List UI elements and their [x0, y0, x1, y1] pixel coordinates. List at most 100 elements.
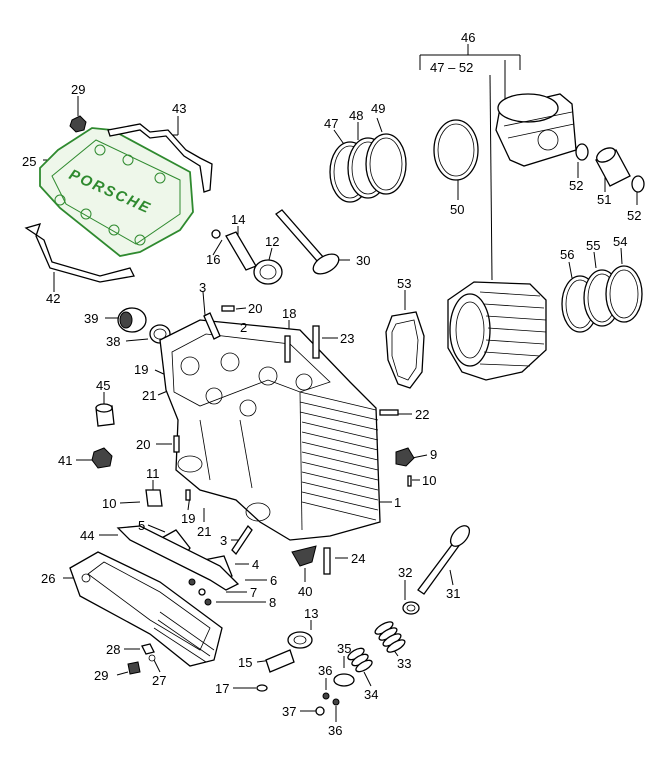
callout-46: 46 [461, 30, 475, 45]
plug-9 [395, 447, 415, 467]
callout-41: 41 [58, 453, 72, 468]
callout-42: 42 [46, 291, 60, 306]
callout-1: 1 [394, 495, 401, 510]
clip-52b [631, 175, 645, 193]
cylinder-head-1 [159, 319, 381, 541]
callout-2: 2 [240, 320, 247, 335]
callout-5: 5 [138, 518, 145, 533]
callout-53: 53 [397, 276, 411, 291]
seal-12 [253, 259, 283, 285]
nut-41 [91, 447, 113, 469]
callout-39: 39 [84, 311, 98, 326]
seal-13 [287, 631, 313, 649]
callout-9: 9 [430, 447, 437, 462]
keeper-36a [322, 692, 330, 700]
callout-38: 38 [106, 334, 120, 349]
callout-43: 43 [172, 101, 186, 116]
washer-27 [148, 654, 156, 662]
washer-6 [188, 578, 196, 586]
washer-32 [402, 601, 420, 615]
callout-29-lower: 29 [94, 668, 108, 683]
cylinder-barrel [447, 281, 547, 381]
spring-34 [347, 647, 373, 673]
sleeve-11 [145, 489, 163, 507]
callout-55: 55 [586, 238, 600, 253]
callout-37: 37 [282, 704, 296, 719]
callout-22: 22 [415, 407, 429, 422]
callout-32: 32 [398, 565, 412, 580]
rocker-box-26 [69, 551, 223, 667]
callout-11: 11 [146, 466, 160, 481]
callout-3-lower: 3 [220, 533, 227, 548]
callout-40: 40 [298, 584, 312, 599]
spring-33 [374, 621, 406, 653]
stud-19b [185, 489, 191, 501]
nut-8 [204, 598, 212, 606]
callout-25: 25 [22, 154, 36, 169]
ring-17 [256, 684, 268, 692]
nut-29b [127, 661, 141, 675]
callout-21-top: 21 [142, 388, 156, 403]
callout-4: 4 [252, 557, 259, 572]
callout-33: 33 [397, 656, 411, 671]
ring-50 [433, 119, 479, 181]
callout-52a: 52 [569, 178, 583, 193]
callout-24: 24 [351, 551, 365, 566]
callout-20-lower: 20 [136, 437, 150, 452]
callout-36-lower: 36 [328, 723, 342, 738]
seal-39 [117, 307, 147, 333]
callout-28: 28 [106, 642, 120, 657]
callout-21-lower: 21 [197, 524, 211, 539]
callout-34: 34 [364, 687, 378, 702]
callout-56: 56 [560, 247, 574, 262]
valve-cover-25: PORSCHE [39, 127, 194, 257]
callout-27: 27 [152, 673, 166, 688]
callout-50: 50 [450, 202, 464, 217]
callout-49: 49 [371, 101, 385, 116]
callout-19-lower: 19 [181, 511, 195, 526]
callout-47-52: 47 – 52 [430, 60, 473, 75]
callout-13: 13 [304, 606, 318, 621]
callout-7: 7 [250, 585, 257, 600]
callout-48: 48 [349, 108, 363, 123]
cap-37 [315, 706, 325, 716]
bracket-42 [24, 223, 135, 283]
rings-54-56 [561, 265, 643, 333]
callout-36-upper: 36 [318, 663, 332, 678]
callout-10-right: 10 [422, 473, 436, 488]
callout-44: 44 [80, 528, 94, 543]
callout-10-left: 10 [102, 496, 116, 511]
callout-19-top: 19 [134, 362, 148, 377]
piston-rings-47-49 [329, 133, 407, 203]
keeper-36b [332, 698, 340, 706]
callout-51: 51 [597, 192, 611, 207]
callout-47: 47 [324, 116, 338, 131]
callout-12: 12 [265, 234, 279, 249]
pin-10a [407, 475, 412, 487]
callout-30: 30 [356, 253, 370, 268]
callout-labels: 46 47 – 52 29 43 25 14 16 12 30 42 47 48… [22, 30, 641, 738]
callout-14: 14 [231, 212, 245, 227]
clip-52a [575, 143, 589, 161]
valve-30 [275, 209, 340, 275]
callout-52b: 52 [627, 208, 641, 223]
callout-45: 45 [96, 378, 110, 393]
callout-17: 17 [215, 681, 229, 696]
washer-7 [198, 588, 206, 596]
part-40 [291, 545, 317, 567]
callout-16: 16 [206, 252, 220, 267]
gasket-44 [116, 525, 240, 591]
studs [173, 305, 399, 575]
callout-35: 35 [337, 641, 351, 656]
gasket-28 [141, 643, 155, 655]
callout-54: 54 [613, 234, 627, 249]
callout-6: 6 [270, 573, 277, 588]
callout-8: 8 [269, 595, 276, 610]
callout-26: 26 [41, 571, 55, 586]
callout-18: 18 [282, 306, 296, 321]
piston-pin-51 [595, 147, 631, 187]
callout-20-top: 20 [248, 301, 262, 316]
gasket-43 [107, 123, 213, 193]
